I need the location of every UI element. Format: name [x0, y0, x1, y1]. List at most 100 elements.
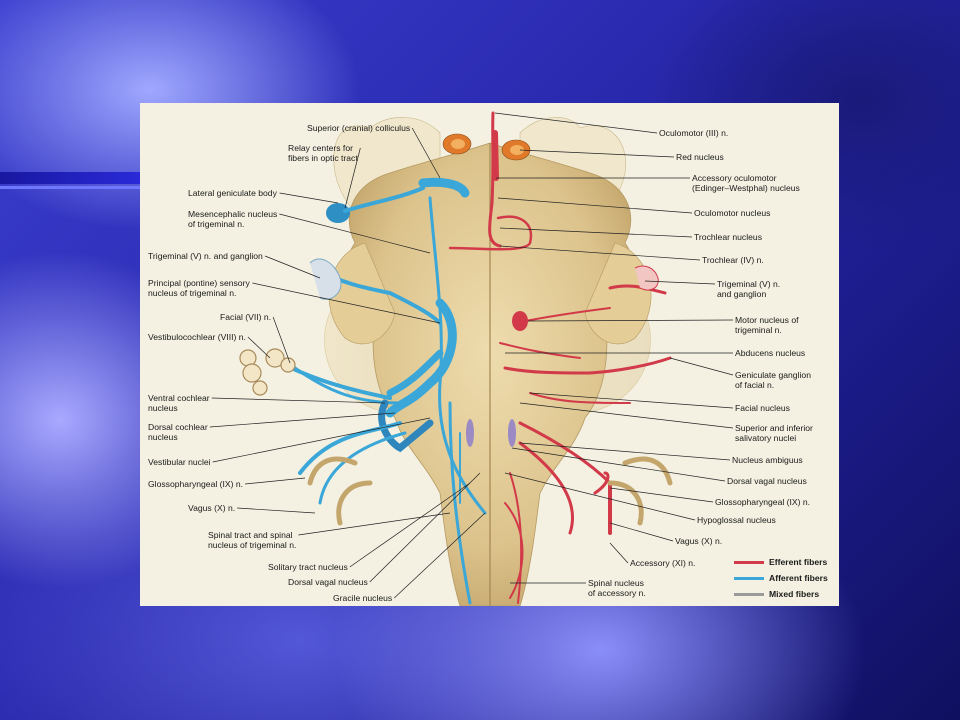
label-line: Vagus (X) n. [675, 536, 722, 546]
label-line: Dorsal cochlear [148, 422, 208, 432]
label-nucleus-ambiguus: Nucleus ambiguus [732, 455, 803, 465]
label-line: Trigeminal (V) n. and ganglion [148, 251, 263, 261]
label-line: Motor nucleus of [735, 315, 799, 325]
label-line: Vestibular nuclei [148, 457, 211, 467]
label-glossopharyngeal-left: Glossopharyngeal (IX) n. [148, 479, 243, 489]
label-line: Superior and inferior [735, 423, 813, 433]
label-line: Glossopharyngeal (IX) n. [148, 479, 243, 489]
label-line: nucleus [148, 403, 178, 413]
label-line: Mesencephalic nucleus [188, 209, 277, 219]
label-line: Nucleus ambiguus [732, 455, 803, 465]
leader-line [210, 413, 395, 427]
label-superior-colliculus: Superior (cranial) colliculus [307, 123, 410, 133]
leader-line [670, 358, 733, 375]
label-vestibular-nuclei: Vestibular nuclei [148, 457, 211, 467]
label-dorsal-vagal-bottom: Dorsal vagal nucleus [288, 577, 368, 587]
label-line: nucleus of trigeminal n. [148, 288, 236, 298]
label-mesencephalic-nucleus: Mesencephalic nucleusof trigeminal n. [188, 209, 277, 229]
label-facial-nucleus: Facial nucleus [735, 403, 790, 413]
legend-swatch-mixed [734, 593, 764, 596]
label-lateral-geniculate: Lateral geniculate body [188, 188, 278, 198]
label-line: Dorsal vagal nucleus [288, 577, 368, 587]
label-line: fibers in optic tract [288, 153, 358, 163]
label-trigeminal-ganglion-left: Trigeminal (V) n. and ganglion [148, 251, 263, 261]
label-line: salivatory nuclei [735, 433, 796, 443]
label-line: Abducens nucleus [735, 348, 805, 358]
label-line: Hypoglossal nucleus [697, 515, 776, 525]
label-gracile-nucleus: Gracile nucleus [333, 593, 392, 603]
label-line: Principal (pontine) sensory [148, 278, 250, 288]
label-line: of facial n. [735, 380, 774, 390]
label-line: trigeminal n. [735, 325, 782, 335]
label-line: and ganglion [717, 289, 766, 299]
decorative-bar-accent [0, 186, 140, 189]
label-vagus-right: Vagus (X) n. [675, 536, 722, 546]
label-line: Vagus (X) n. [188, 503, 235, 513]
leader-line [298, 513, 450, 535]
legend-swatch-afferent [734, 577, 764, 580]
label-line: Lateral geniculate body [188, 188, 278, 198]
label-line: Oculomotor nucleus [694, 208, 770, 218]
label-line: Trochlear (IV) n. [702, 255, 764, 265]
label-line: Dorsal vagal nucleus [727, 476, 807, 486]
legend-label-efferent: Efferent fibers [769, 557, 827, 567]
label-line: of accessory n. [588, 588, 646, 598]
label-line: Vestibulocochlear (VIII) n. [148, 332, 246, 342]
label-line: Trigeminal (V) n. [717, 279, 780, 289]
label-line: Glossopharyngeal (IX) n. [715, 497, 810, 507]
legend-label-mixed: Mixed fibers [769, 589, 819, 599]
leader-line [610, 488, 713, 502]
brainstem-cranial-nerve-nuclei-figure: Superior (cranial) colliculusRelay cente… [140, 103, 839, 606]
label-line: Oculomotor (III) n. [659, 128, 728, 138]
label-accessory-n: Accessory (XI) n. [630, 558, 695, 568]
label-oculomotor-n: Oculomotor (III) n. [659, 128, 728, 138]
label-trochlear-nucleus: Trochlear nucleus [694, 232, 762, 242]
legend-swatch-efferent [734, 561, 764, 564]
label-line: Ventral cochlear [148, 393, 210, 403]
label-line: Solitary tract nucleus [268, 562, 348, 572]
label-line: Gracile nucleus [333, 593, 392, 603]
label-line: Superior (cranial) colliculus [307, 123, 410, 133]
brainstem-illustration [240, 113, 670, 606]
label-line: of trigeminal n. [188, 219, 244, 229]
legend-label-afferent: Afferent fibers [769, 573, 828, 583]
label-vagus-left: Vagus (X) n. [188, 503, 235, 513]
label-line: Accessory oculomotor [692, 173, 777, 183]
leader-line [245, 478, 305, 484]
label-hypoglossal-nucleus: Hypoglossal nucleus [697, 515, 776, 525]
label-line: Relay centers for [288, 143, 353, 153]
label-vestibulocochlear-n: Vestibulocochlear (VIII) n. [148, 332, 246, 342]
leader-line [237, 508, 315, 513]
label-solitary-tract: Solitary tract nucleus [268, 562, 348, 572]
label-line: nucleus [148, 432, 178, 442]
label-glossopharyngeal-right: Glossopharyngeal (IX) n. [715, 497, 810, 507]
label-line: (Edinger–Westphal) nucleus [692, 183, 800, 193]
label-spinal-accessory: Spinal nucleusof accessory n. [588, 578, 646, 598]
label-red-nucleus: Red nucleus [676, 152, 724, 162]
leader-line [610, 523, 673, 541]
label-line: Facial nucleus [735, 403, 790, 413]
decorative-bar [0, 172, 140, 184]
label-line: Facial (VII) n. [220, 312, 271, 322]
label-line: Accessory (XI) n. [630, 558, 695, 568]
label-facial-n: Facial (VII) n. [220, 312, 271, 322]
label-line: Trochlear nucleus [694, 232, 762, 242]
label-abducens-nucleus: Abducens nucleus [735, 348, 805, 358]
label-line: Geniculate ganglion [735, 370, 811, 380]
label-trigeminal-ganglion-right: Trigeminal (V) n.and ganglion [717, 279, 780, 299]
label-oculomotor-nucleus: Oculomotor nucleus [694, 208, 770, 218]
label-line: nucleus of trigeminal n. [208, 540, 296, 550]
label-line: Spinal nucleus [588, 578, 644, 588]
leader-line [280, 193, 338, 203]
label-accessory-oculomotor: Accessory oculomotor(Edinger–Westphal) n… [692, 173, 800, 193]
label-dorsal-vagal-right: Dorsal vagal nucleus [727, 476, 807, 486]
label-line: Spinal tract and spinal [208, 530, 293, 540]
label-line: Red nucleus [676, 152, 724, 162]
